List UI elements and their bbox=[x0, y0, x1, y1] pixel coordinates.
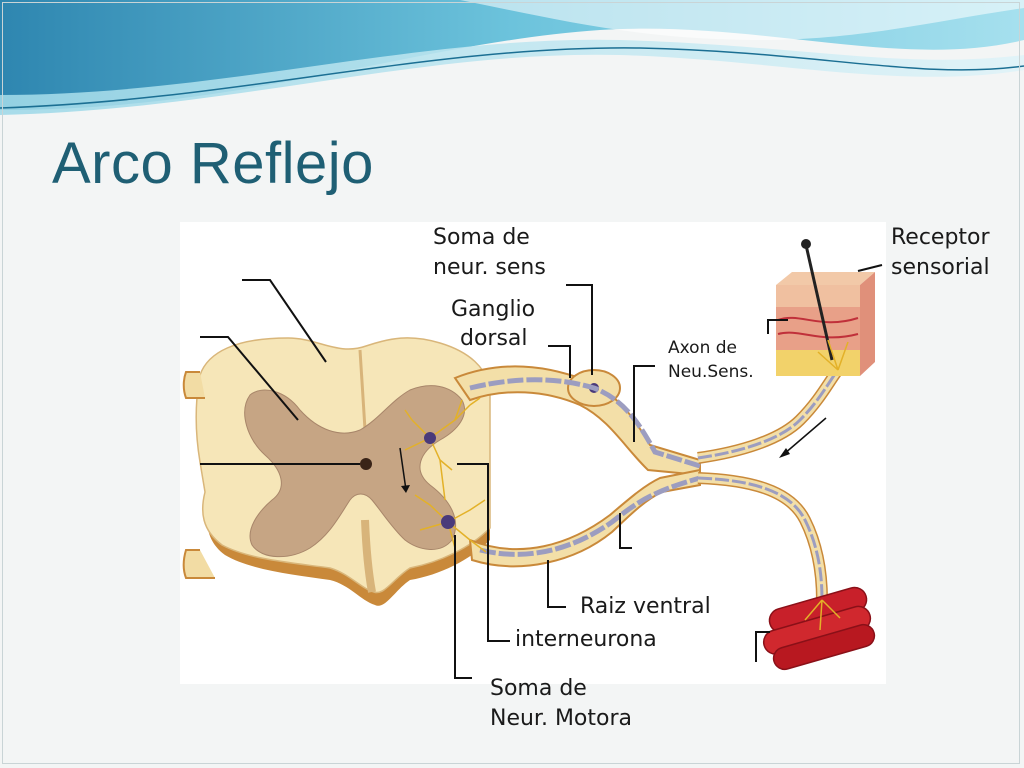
slide-title: Arco Reflejo bbox=[52, 131, 374, 196]
arrow-down-icon bbox=[401, 485, 410, 493]
ventral-root bbox=[468, 468, 701, 568]
spinal-nerve bbox=[697, 366, 843, 601]
label-axon-line1: Axon de bbox=[668, 338, 737, 358]
leader-lines bbox=[200, 264, 883, 679]
label-soma-sens-line2: neur. sens bbox=[433, 255, 546, 280]
interneuron-soma bbox=[424, 432, 436, 444]
label-interneurona: interneurona bbox=[515, 627, 657, 652]
label-raiz-ventral: Raiz ventral bbox=[580, 594, 711, 619]
label-soma-sens-line1: Soma de bbox=[433, 225, 530, 250]
muscle bbox=[762, 586, 876, 671]
neurons bbox=[399, 397, 487, 553]
label-receptor-line2: sensorial bbox=[891, 255, 990, 280]
motor-neuron-soma bbox=[441, 515, 455, 529]
label-soma-motora-line2: Neur. Motora bbox=[490, 706, 633, 731]
spinal-cord bbox=[182, 337, 491, 606]
label-receptor-line1: Receptor bbox=[891, 225, 990, 250]
arrow-icon bbox=[779, 448, 790, 458]
label-axon-line2: Neu.Sens. bbox=[668, 362, 754, 382]
label-ganglio-line2: dorsal bbox=[460, 326, 528, 351]
label-ganglio-line1: Ganglio bbox=[451, 297, 536, 322]
skin-receptor bbox=[776, 239, 875, 376]
pin-icon bbox=[801, 239, 811, 249]
label-soma-motora-line1: Soma de bbox=[490, 676, 587, 701]
dorsal-root bbox=[453, 365, 701, 477]
